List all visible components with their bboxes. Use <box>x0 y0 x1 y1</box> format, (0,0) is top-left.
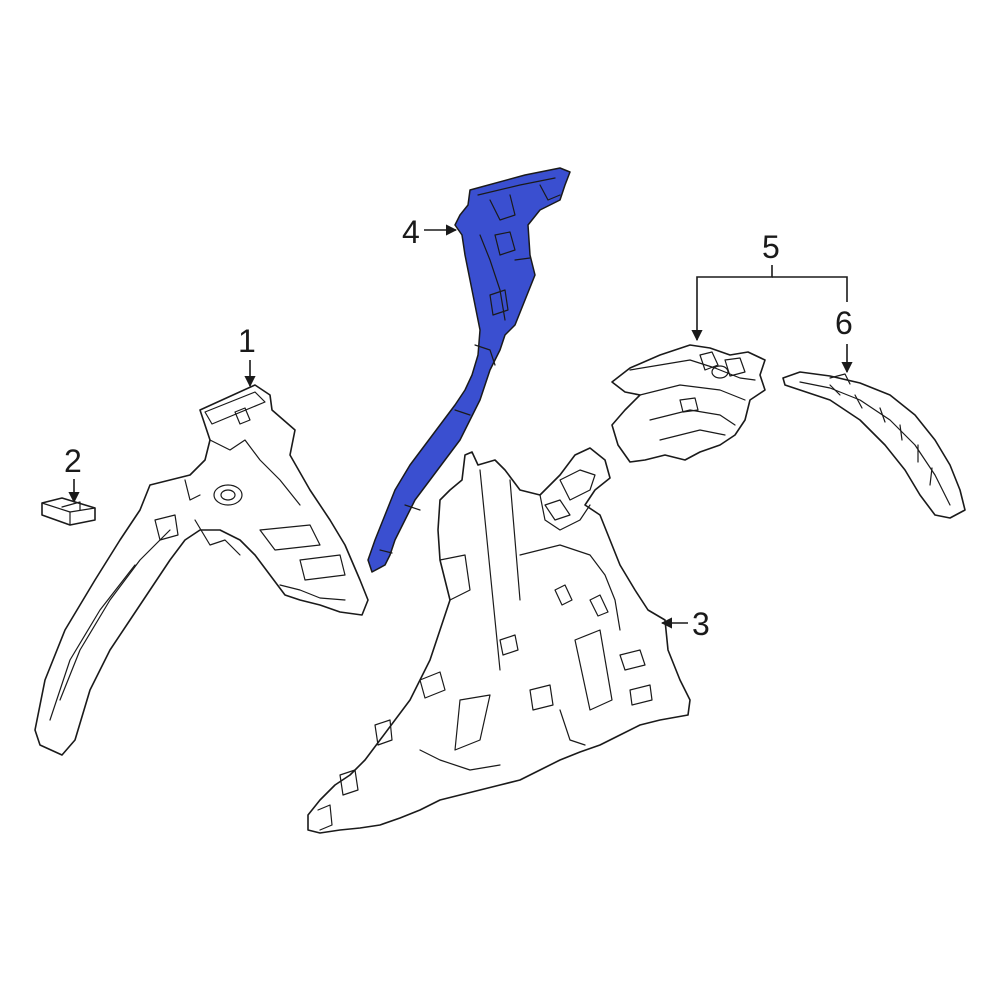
callout-2: 2 <box>64 443 82 504</box>
part-2-bracket[interactable] <box>41 497 96 526</box>
part-3-inner-panel[interactable] <box>307 447 691 834</box>
callout-3: 3 <box>660 606 710 642</box>
part-6-wheelhouse-rail[interactable] <box>782 371 966 519</box>
part-1-wheelhouse-outer[interactable] <box>34 384 369 756</box>
callout-label-5: 5 <box>762 229 780 265</box>
callout-label-6: 6 <box>835 305 853 341</box>
callout-1: 1 <box>238 323 256 388</box>
callout-label-3: 3 <box>692 606 710 642</box>
part-5-wheelhouse-inner[interactable] <box>611 344 766 463</box>
callout-6: 6 <box>835 305 853 374</box>
callout-label-4: 4 <box>402 214 420 250</box>
callout-4: 4 <box>402 214 458 250</box>
callout-5: 5 <box>691 229 848 342</box>
part-4-pillar-reinforcement-highlighted[interactable] <box>367 167 571 573</box>
callout-label-1: 1 <box>238 323 256 359</box>
callout-label-2: 2 <box>64 443 82 479</box>
